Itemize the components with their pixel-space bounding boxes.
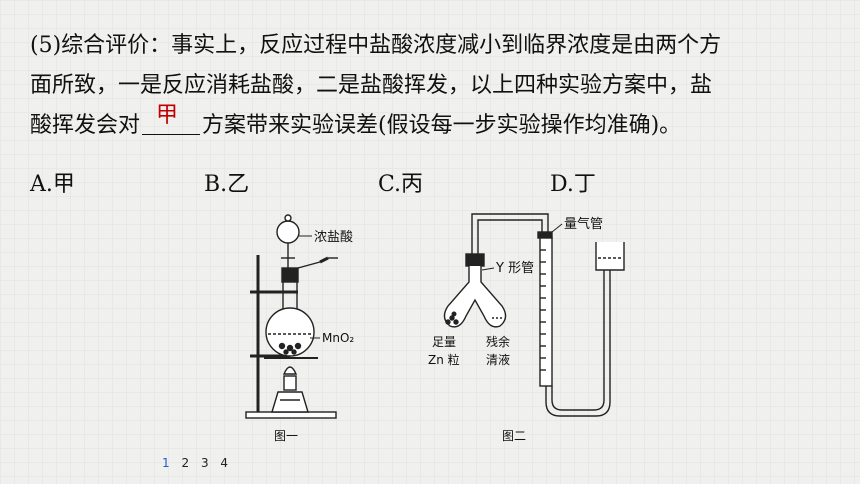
question-line-3: 酸挥发会对甲方案带来实验误差(假设每一步实验操作均准确)。 — [30, 103, 830, 146]
label-zn-1: 足量 — [432, 335, 456, 349]
page-link-2[interactable]: 2 — [181, 456, 190, 470]
label-y-tube: Y 形管 — [495, 261, 534, 276]
option-a[interactable]: A.甲 — [30, 172, 75, 197]
label-mno2: MnO₂ — [322, 331, 354, 345]
question-line-2: 面所致，一是反应消耗盐酸，二是盐酸挥发，以上四种实验方案中，盐 — [30, 73, 713, 98]
option-d[interactable]: D.丁 — [550, 172, 596, 197]
label-zn-2: Zn 粒 — [428, 352, 460, 367]
answer-blank: 甲 — [142, 103, 201, 135]
label-conc-hcl: 浓盐酸 — [314, 230, 353, 245]
figure-1-caption: 图一 — [274, 429, 298, 443]
answer-text: 甲 — [156, 103, 179, 128]
question-line-3-post: 方案带来实验误差(假设每一步实验操作均准确)。 — [202, 113, 682, 138]
figure-2-apparatus — [443, 213, 625, 417]
option-b[interactable]: B.乙 — [204, 172, 250, 197]
label-residual-2: 清液 — [486, 352, 510, 367]
options-row: A.甲 B.乙 C.丙 D.丁 — [30, 166, 830, 198]
question-text: (5)综合评价：事实上，反应过程中盐酸浓度减小到临界浓度是由两个方 面所致，一是… — [30, 26, 830, 146]
label-gas-burette: 量气管 — [564, 216, 603, 232]
figure-1-apparatus — [245, 214, 338, 419]
figure-2-caption: 图二 — [502, 429, 526, 443]
page-link-4[interactable]: 4 — [220, 456, 229, 470]
page-link-1[interactable]: 1 — [162, 456, 170, 470]
page-link-3[interactable]: 3 — [200, 456, 209, 470]
page-navigator: 1 2 3 4 — [162, 456, 236, 470]
question-line-3-pre: 酸挥发会对 — [30, 113, 141, 138]
question-line-1: (5)综合评价：事实上，反应过程中盐酸浓度减小到临界浓度是由两个方 — [30, 33, 722, 58]
option-c[interactable]: C.丙 — [378, 172, 424, 197]
label-residual-1: 残余 — [486, 334, 510, 349]
